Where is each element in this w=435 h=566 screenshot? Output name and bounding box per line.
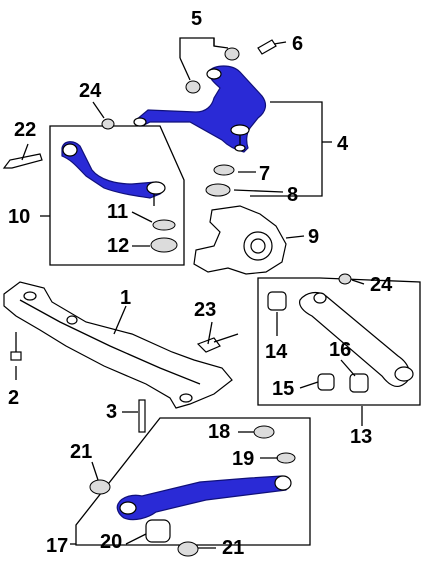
callout-2: 2 <box>8 387 19 409</box>
seal-8 <box>205 183 231 197</box>
callout-17: 17 <box>46 535 68 557</box>
link-13-bushing-a <box>313 292 327 304</box>
crossmember-hole-1 <box>23 291 37 301</box>
bolt-23-shank <box>213 333 239 343</box>
crossmember-edge <box>19 299 201 385</box>
bushing-20 <box>145 519 171 543</box>
washer-11 <box>152 219 176 231</box>
arm-17-ball-joint <box>274 475 292 491</box>
callout-22: 22 <box>14 119 36 141</box>
bolt-3 <box>138 399 146 433</box>
arm-4-bushing-front <box>206 68 222 80</box>
bushing-15 <box>317 373 335 391</box>
crossmember-hole-3 <box>179 393 193 403</box>
callout-11: 11 <box>107 201 128 223</box>
seal-12 <box>150 237 178 253</box>
bolt-6 <box>257 39 277 55</box>
nut-24-lower <box>338 273 352 285</box>
lower-control-arm-17 <box>116 475 291 521</box>
clip-19 <box>276 452 296 464</box>
nut-24-upper <box>101 118 115 130</box>
leader-lines <box>15 37 365 549</box>
arm-17-bushing <box>119 501 137 515</box>
bolt-22 <box>2 153 43 169</box>
callout-13: 13 <box>350 426 372 448</box>
arm-4-ball-joint <box>230 124 250 136</box>
callout-7: 7 <box>259 163 270 185</box>
box-13 <box>257 277 421 406</box>
callout-20: 20 <box>100 531 122 553</box>
callout-19: 19 <box>232 448 254 470</box>
callout-1: 1 <box>120 287 131 309</box>
washer-7 <box>213 164 235 176</box>
callout-6: 6 <box>292 33 303 55</box>
callout-21-upper: 21 <box>70 441 92 463</box>
arm-4-stud-nut <box>234 144 246 152</box>
arm-10-ball-joint <box>146 181 166 195</box>
callout-14: 14 <box>265 341 288 363</box>
crossmember-1 <box>3 281 233 409</box>
bushing-14 <box>267 291 287 311</box>
callout-9: 9 <box>308 226 319 248</box>
callout-8: 8 <box>287 184 298 206</box>
callout-24-lower: 24 <box>370 274 393 296</box>
lateral-link-13 <box>299 291 411 388</box>
callout-4: 4 <box>337 133 349 155</box>
callout-15: 15 <box>272 378 294 400</box>
bushing-16 <box>349 373 369 393</box>
washer-21-upper <box>89 479 111 495</box>
knuckle-hub-inner <box>250 238 266 254</box>
washer-21-lower <box>177 541 199 557</box>
arm-10-bushing <box>62 143 78 157</box>
callout-21-lower: 21 <box>222 537 244 559</box>
arm-4-bushing-rear <box>133 117 147 127</box>
callout-3: 3 <box>106 401 117 423</box>
callout-16: 16 <box>329 339 351 361</box>
callout-24-upper: 24 <box>79 80 102 102</box>
callout-23: 23 <box>194 299 216 321</box>
callout-5: 5 <box>191 8 202 30</box>
link-13-bushing-b <box>394 366 414 382</box>
nut-5-left <box>185 80 201 94</box>
callout-18: 18 <box>208 421 230 443</box>
nut-5-right <box>224 47 240 61</box>
crossmember-hole-2 <box>66 315 78 325</box>
upper-control-arm-4 <box>135 65 267 153</box>
callout-10: 10 <box>8 206 30 228</box>
knuckle-9 <box>193 205 287 275</box>
bolt-2-head <box>10 351 22 361</box>
seal-18 <box>253 425 275 439</box>
callout-12: 12 <box>107 235 129 257</box>
